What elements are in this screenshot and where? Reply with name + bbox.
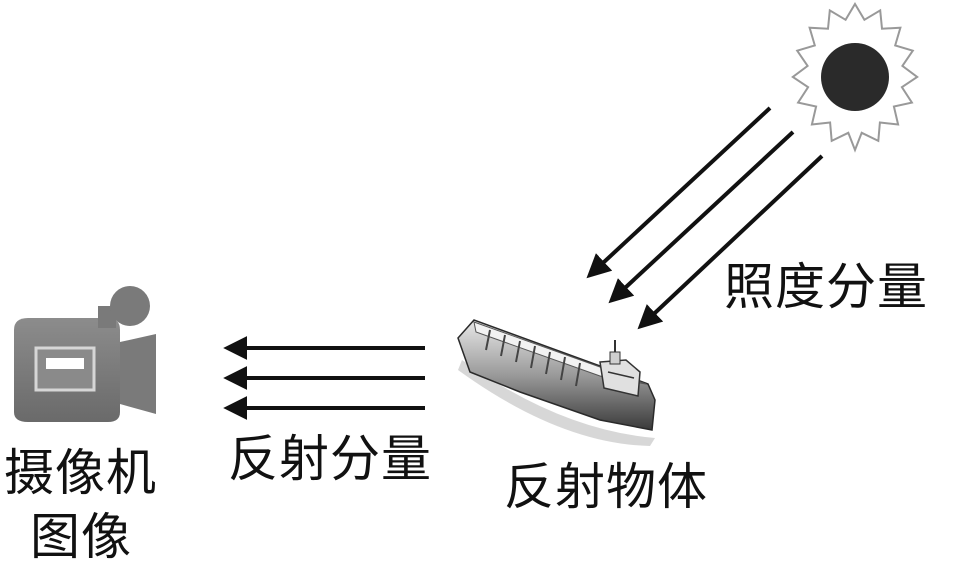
ship-icon <box>457 319 656 446</box>
reflective-object-label: 反射物体 <box>504 458 708 516</box>
illumination-arrow <box>586 106 772 279</box>
illumination-arrows <box>586 106 824 330</box>
sun-icon <box>791 2 919 153</box>
illumination-arrow <box>637 154 824 330</box>
camera-image-label-line2: 图像 <box>30 508 132 566</box>
illumination-arrow <box>608 130 795 304</box>
reflection-component-label: 反射分量 <box>228 430 432 488</box>
camera-image-label-line1: 摄像机 <box>4 444 157 502</box>
reflection-arrows <box>223 336 425 420</box>
video-camera-icon <box>14 286 156 422</box>
illumination-component-label: 照度分量 <box>724 258 928 316</box>
